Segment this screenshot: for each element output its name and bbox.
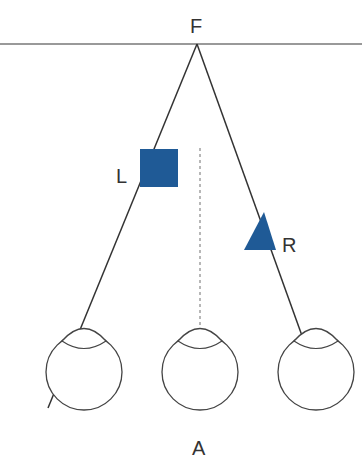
cornea	[294, 329, 338, 342]
lens	[294, 341, 338, 349]
eyeball	[278, 334, 354, 410]
lens	[178, 341, 222, 349]
fixation-point-label: F	[190, 16, 202, 36]
eyeball	[162, 334, 238, 410]
triangle-object	[244, 212, 276, 250]
cornea	[178, 329, 222, 342]
cyclopean-eye-label: A	[192, 438, 205, 458]
right-object-label: R	[282, 235, 296, 255]
square-object	[140, 149, 178, 187]
lens	[62, 341, 106, 349]
fixation-plane	[0, 43, 362, 45]
eyeball	[46, 334, 122, 410]
left-object-label: L	[116, 166, 127, 186]
cornea	[62, 329, 106, 342]
